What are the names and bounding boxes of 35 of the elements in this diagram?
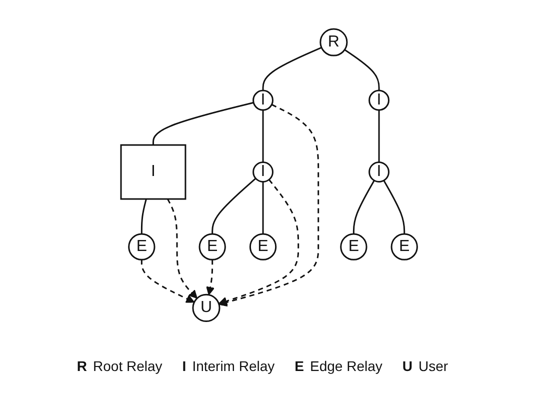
connector [353,180,376,234]
legend-text: Root Relay [93,358,162,374]
node-circle: I [368,90,390,111]
node-circle: I [368,161,390,182]
node-circle: E [250,233,277,260]
node-circle: R [320,28,348,56]
connector [262,182,264,234]
arrow [219,104,320,306]
node-circle: I [252,90,274,111]
connector [141,198,148,234]
node-circle: U [192,294,221,322]
connector [384,180,406,234]
node-circle: E [199,233,226,260]
node-circle: E [340,233,368,260]
legend-key: I [182,358,186,374]
legend-text: User [418,358,448,374]
connector [378,110,380,162]
legend-text: Interim Relay [192,358,275,374]
node-circle: E [128,233,156,260]
legend-key: R [76,358,88,374]
node-circle: I [252,161,274,182]
arrow [141,260,196,303]
legend-text: Edge Relay [310,358,382,374]
connector [262,110,264,162]
arrow [167,198,198,299]
node-circle: E [391,233,418,260]
arrow [218,179,300,306]
connector [212,178,257,234]
legend-key: U [402,358,413,374]
connector [262,46,322,90]
connector [344,49,380,90]
arrow [206,260,216,296]
legend-key: E [294,358,304,374]
node-box: I [120,144,187,200]
connector [152,102,254,145]
